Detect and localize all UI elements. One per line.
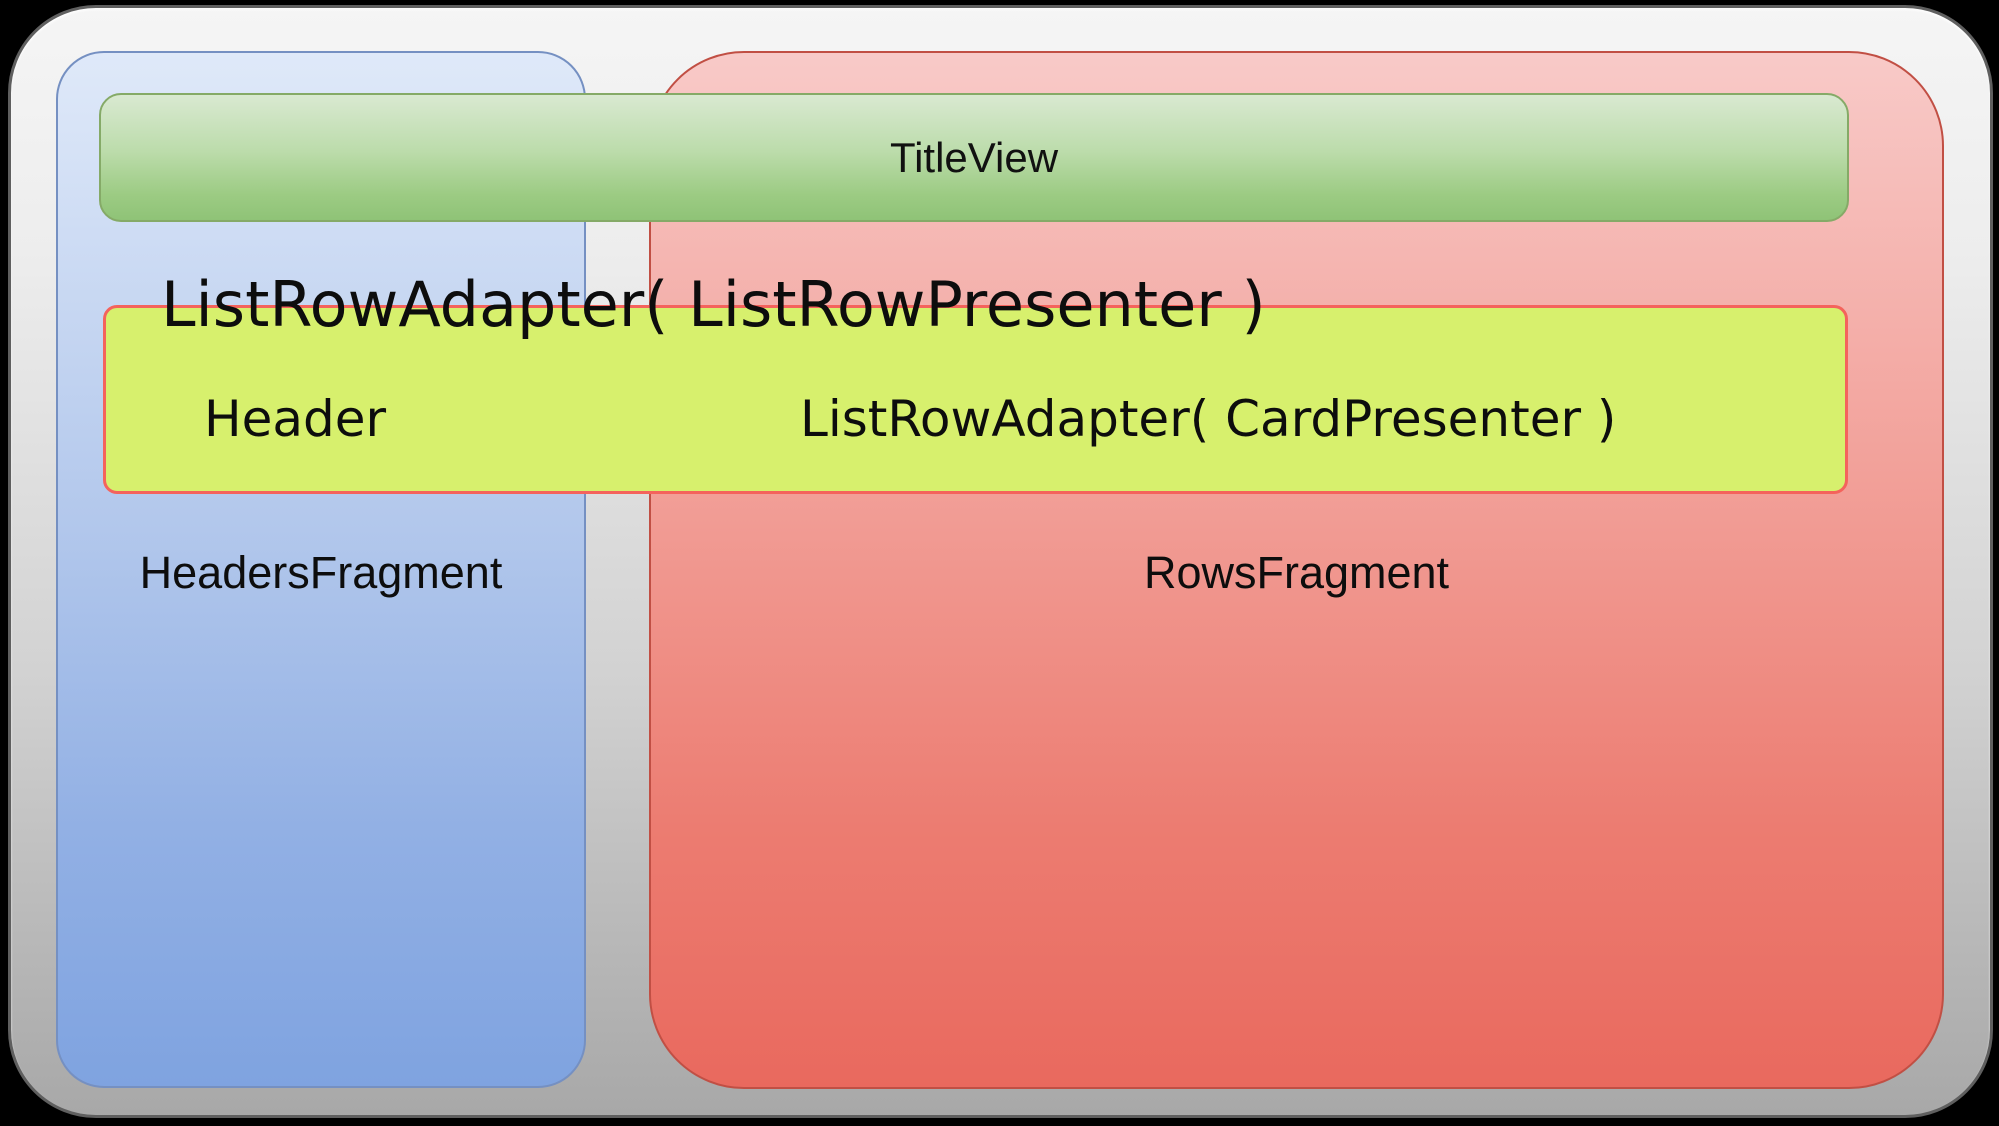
- header-label: Header: [204, 390, 387, 448]
- title-view-label: TitleView: [889, 133, 1059, 181]
- list-row-adapter-presenter-label: ListRowAdapter( ListRowPresenter ): [161, 268, 1266, 341]
- headers-fragment-label: HeadersFragment: [139, 547, 503, 598]
- list-row-bar: [103, 305, 1848, 494]
- rows-fragment-panel: [649, 51, 1944, 1089]
- title-view-bar: TitleView: [99, 93, 1849, 222]
- headers-fragment-panel: [56, 51, 586, 1088]
- rows-fragment-label: RowsFragment: [1143, 547, 1450, 598]
- browse-fragment-frame: TitleView ListRowAdapter( ListRowPresent…: [8, 5, 1993, 1118]
- list-row-adapter-card-presenter-label: ListRowAdapter( CardPresenter ): [800, 390, 1617, 448]
